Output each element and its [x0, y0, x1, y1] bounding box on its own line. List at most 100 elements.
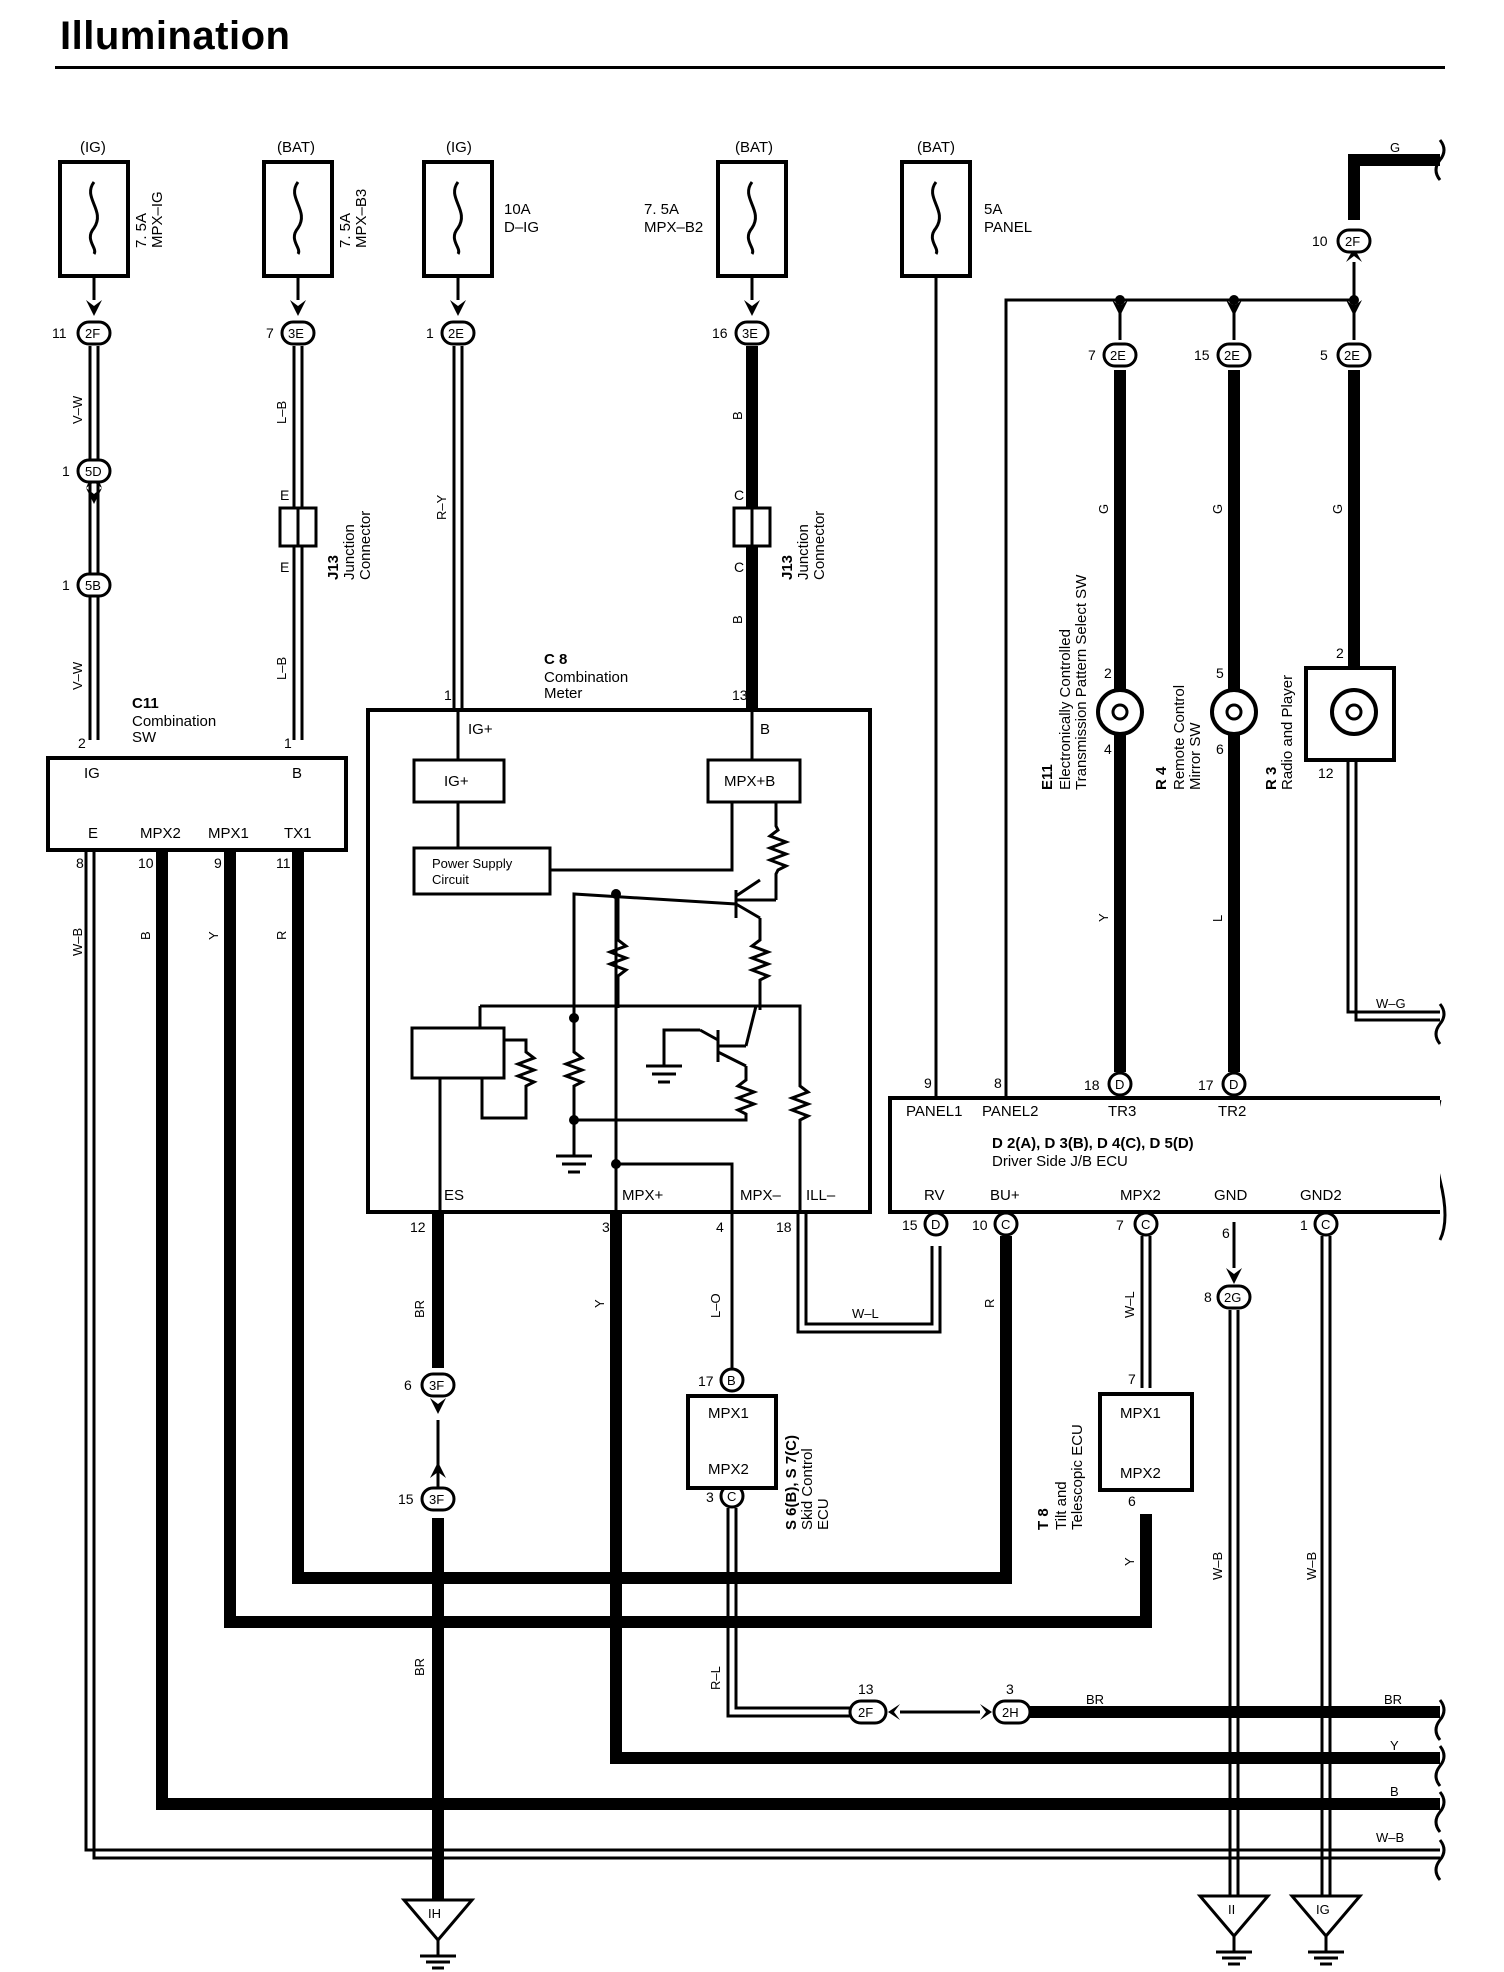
svg-text:W–B: W–B: [1376, 1830, 1404, 1845]
svg-text:ECU: ECU: [815, 1498, 832, 1530]
svg-text:MPX2: MPX2: [1120, 1465, 1161, 1482]
svg-text:9: 9: [924, 1075, 932, 1091]
svg-text:2F: 2F: [858, 1705, 873, 1720]
svg-text:2F: 2F: [85, 326, 100, 341]
connector-D-15: D 15: [902, 1211, 949, 1237]
svg-text:E: E: [280, 559, 289, 575]
svg-text:Junction: Junction: [795, 524, 812, 580]
svg-text:ES: ES: [444, 1187, 464, 1204]
svg-text:TR2: TR2: [1218, 1103, 1246, 1120]
svg-text:C: C: [1001, 1217, 1010, 1232]
connector-3E-7: 3E 7: [266, 320, 316, 346]
svg-text:MPX+: MPX+: [622, 1187, 664, 1204]
svg-text:W–B: W–B: [1210, 1552, 1225, 1580]
svg-text:1: 1: [284, 735, 292, 751]
svg-text:GND2: GND2: [1300, 1187, 1342, 1204]
svg-text:MPX1: MPX1: [1120, 1405, 1161, 1422]
svg-text:C11: C11: [132, 695, 159, 712]
svg-text:MPX1: MPX1: [208, 825, 249, 842]
svg-text:V–W: V–W: [70, 661, 85, 690]
svg-text:W–B: W–B: [1304, 1552, 1319, 1580]
svg-text:V–W: V–W: [70, 395, 85, 424]
svg-text:3: 3: [602, 1219, 610, 1235]
svg-text:B: B: [138, 931, 153, 940]
svg-text:8: 8: [994, 1075, 1002, 1091]
svg-text:Y: Y: [592, 1299, 607, 1308]
connector-5D-1: 5D 1: [62, 458, 112, 484]
svg-text:Connector: Connector: [357, 511, 374, 580]
svg-text:Transmission Pattern Select SW: Transmission Pattern Select SW: [1073, 574, 1090, 790]
svg-text:R 4: R 4: [1153, 766, 1170, 790]
illumination-bulb-icon: [1111, 703, 1129, 721]
fuse-icon: [292, 181, 303, 255]
fuse-d-ig: (IG) 10A D–IG: [422, 139, 539, 278]
svg-text:1: 1: [444, 687, 452, 703]
svg-text:MPX2: MPX2: [708, 1461, 749, 1478]
svg-text:15: 15: [1194, 347, 1210, 363]
svg-text:2H: 2H: [1002, 1705, 1019, 1720]
connector-C-1: C 1: [1300, 1211, 1339, 1237]
svg-text:TX1: TX1: [284, 825, 312, 842]
svg-text:J13: J13: [325, 555, 342, 580]
svg-text:Driver Side J/B ECU: Driver Side J/B ECU: [992, 1153, 1128, 1170]
fuse-icon: [452, 181, 463, 255]
svg-text:C: C: [727, 1489, 736, 1504]
svg-text:IG+: IG+: [468, 721, 493, 738]
svg-text:D: D: [1229, 1077, 1238, 1092]
svg-text:B: B: [760, 721, 770, 738]
svg-text:E: E: [88, 825, 98, 842]
svg-text:3: 3: [706, 1489, 714, 1505]
svg-text:R–Y: R–Y: [434, 494, 449, 520]
svg-text:1: 1: [426, 325, 434, 341]
svg-text:II: II: [1228, 1902, 1235, 1917]
svg-text:2F: 2F: [1345, 234, 1360, 249]
svg-text:18: 18: [1084, 1077, 1100, 1093]
svg-text:(BAT): (BAT): [735, 139, 773, 156]
svg-text:10: 10: [1312, 233, 1328, 249]
fuse-mpx-ig: (IG) 7. 5A MPX–IG: [58, 139, 166, 278]
svg-text:10: 10: [138, 855, 154, 871]
svg-text:B: B: [727, 1373, 736, 1388]
svg-text:Connector: Connector: [811, 511, 828, 580]
svg-text:D: D: [931, 1217, 940, 1232]
svg-text:8: 8: [1204, 1289, 1212, 1305]
svg-text:3E: 3E: [742, 326, 758, 341]
svg-text:B: B: [730, 615, 745, 624]
svg-text:E: E: [280, 487, 289, 503]
svg-text:(BAT): (BAT): [277, 139, 315, 156]
junction-connector-2: C C J13 Junction Connector: [732, 487, 828, 580]
svg-text:3F: 3F: [429, 1378, 444, 1393]
svg-text:7. 5A: 7. 5A: [133, 213, 150, 248]
svg-text:15: 15: [398, 1491, 414, 1507]
svg-text:Y: Y: [1390, 1738, 1399, 1753]
svg-text:7: 7: [266, 325, 274, 341]
switch-r4: 5 6 R 4 Remote Control Mirror SW: [1153, 665, 1258, 790]
svg-text:PANEL: PANEL: [984, 219, 1032, 236]
svg-text:6: 6: [1216, 741, 1224, 757]
svg-text:11: 11: [276, 855, 291, 871]
svg-text:G: G: [1210, 504, 1225, 514]
svg-text:B: B: [1390, 1784, 1399, 1799]
svg-text:L–B: L–B: [274, 401, 289, 424]
svg-text:2G: 2G: [1224, 1290, 1241, 1305]
svg-text:C: C: [1141, 1217, 1150, 1232]
svg-text:7: 7: [1116, 1217, 1124, 1233]
break-marks: [1433, 139, 1447, 1881]
svg-text:2: 2: [78, 735, 86, 751]
svg-text:GND: GND: [1214, 1187, 1248, 1204]
svg-text:5: 5: [1216, 665, 1224, 681]
svg-text:9: 9: [214, 855, 222, 871]
driver-side-jb-ecu: PANEL1 PANEL2 TR3 TR2 9 8 D 2(A), D 3(B)…: [888, 1075, 1440, 1214]
svg-text:W–G: W–G: [1376, 996, 1406, 1011]
tilt-telescopic-ecu: MPX1 MPX2 7 6 T 8 Tilt and Telescopic EC…: [1035, 1371, 1194, 1530]
svg-text:D: D: [1115, 1077, 1124, 1092]
svg-text:5B: 5B: [85, 578, 101, 593]
connector-2G-8: 2G 8 6: [1204, 1225, 1252, 1310]
svg-text:(IG): (IG): [446, 139, 472, 156]
connector-D-18: D 18: [1084, 1071, 1133, 1097]
combination-meter-c8: C 8 Combination Meter 1 13 IG+ B IG+ MPX…: [366, 651, 872, 1235]
svg-text:Remote Control: Remote Control: [1171, 685, 1188, 790]
svg-text:L: L: [1210, 915, 1225, 922]
svg-text:MPX–B2: MPX–B2: [644, 219, 703, 236]
svg-text:L–O: L–O: [708, 1293, 723, 1318]
